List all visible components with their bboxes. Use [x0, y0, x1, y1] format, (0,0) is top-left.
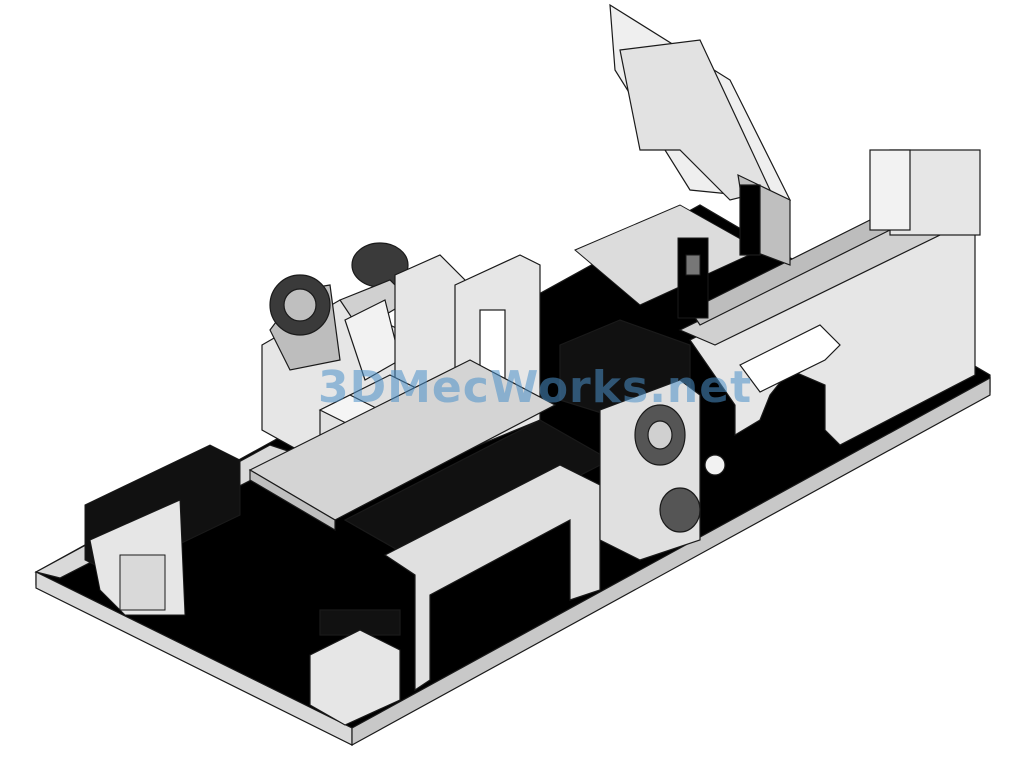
monitor: [609, 3, 792, 266]
sensor-post: [677, 237, 709, 319]
gantry-frame: [678, 149, 981, 446]
slide-plate: [248, 359, 557, 532]
roller-heads: [559, 319, 726, 561]
left-fin-block: [84, 444, 241, 616]
center-black-block: [309, 419, 612, 726]
watermark-text: 3DMecWorks.net: [318, 362, 752, 413]
